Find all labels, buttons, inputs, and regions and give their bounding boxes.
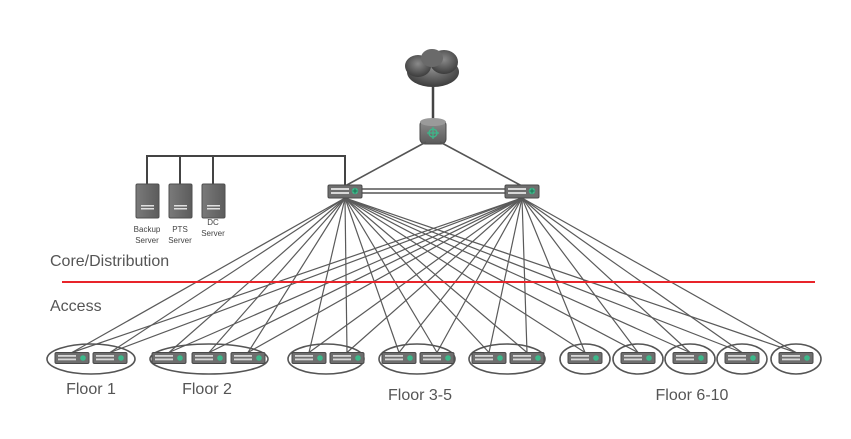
access-switch-icon	[191, 352, 227, 364]
core-distribution-label: Core/Distribution	[50, 253, 169, 270]
uplink-right-16	[521, 197, 797, 354]
floor-8-group	[664, 343, 716, 375]
core-interlink	[362, 188, 506, 194]
uplink-left-9	[344, 197, 438, 353]
server-backup	[135, 183, 160, 219]
uplink-right-5	[247, 197, 523, 354]
router-core-link-right	[439, 141, 523, 187]
access-switch-icon	[230, 352, 266, 364]
server-label-pts-line2: Server	[168, 236, 192, 245]
uplink-left-2	[109, 197, 346, 354]
access-switch-icon	[381, 352, 417, 364]
server-tower-icon	[201, 183, 226, 219]
access-switch-icon	[471, 352, 507, 364]
access-switch-icon	[778, 352, 814, 364]
uplink-left-16	[344, 197, 797, 354]
floor-5-group	[468, 343, 546, 375]
access-switch-icon	[672, 352, 708, 364]
server-label-backup-line2: Server	[135, 236, 159, 245]
access-switch-icon	[567, 352, 603, 364]
uplink-right-12	[521, 197, 586, 353]
uplink-left-10	[344, 197, 490, 353]
server-tower-icon	[168, 183, 193, 219]
uplink-left-13	[344, 197, 639, 354]
server-uplink-bus	[146, 155, 346, 186]
server-dc	[201, 183, 226, 219]
server-label-pts-line1: PTS	[172, 225, 188, 234]
floor-3-5-label: Floor 3-5	[388, 387, 452, 404]
access-switch-icon	[329, 352, 365, 364]
floor-2-label: Floor 2	[182, 381, 232, 398]
access-switch-icon	[509, 352, 545, 364]
uplink-left-12	[344, 197, 586, 354]
router-icon	[419, 118, 447, 145]
access-switch-icon	[151, 352, 187, 364]
uplink-left-8	[344, 197, 400, 353]
uplink-right-10	[488, 197, 523, 353]
server-label-dc-line1: DC	[207, 218, 219, 227]
core-switch-right	[504, 184, 540, 199]
access-switch-icon	[620, 352, 656, 364]
uplink-right-15	[521, 197, 743, 353]
access-uplinks	[71, 197, 797, 354]
floor-10-group	[770, 343, 822, 375]
uplink-left-11	[344, 197, 528, 353]
uplink-right-13	[521, 197, 639, 353]
uplink-right-6	[308, 197, 523, 353]
access-switches	[54, 352, 814, 364]
uplink-left-4	[208, 197, 346, 353]
floor-6-10-label: Floor 6-10	[656, 387, 729, 404]
uplink-left-15	[344, 197, 743, 354]
floor-6-group	[559, 343, 611, 375]
uplink-right-9	[436, 197, 523, 353]
floor-1-label: Floor 1	[66, 381, 116, 398]
uplink-left-6	[308, 197, 346, 353]
floor-4-group	[378, 343, 456, 375]
access-switch-icon	[291, 352, 327, 364]
uplink-right-14	[521, 197, 691, 353]
uplink-right-8	[398, 197, 523, 353]
uplink-left-3	[168, 197, 346, 353]
uplink-left-5	[247, 197, 346, 353]
cloud-icon	[405, 49, 459, 87]
uplink-left-14	[344, 197, 691, 354]
access-switch-icon	[724, 352, 760, 364]
server-label-backup-line1: Backup	[134, 225, 161, 234]
floor-2-group	[149, 343, 269, 375]
floor-9-group	[716, 343, 768, 375]
uplink-left-1	[71, 197, 346, 354]
server-tower-icon	[135, 183, 160, 219]
floor-7-group	[612, 343, 664, 375]
uplink-left-7	[344, 197, 348, 353]
floor-1-group	[46, 343, 136, 375]
access-switch-icon	[54, 352, 90, 364]
access-switch-icon	[92, 352, 128, 364]
uplink-right-7	[346, 197, 523, 353]
server-label-dc-line2: Server	[201, 229, 225, 238]
router-core-link-left	[344, 141, 427, 187]
uplink-right-4	[208, 197, 523, 354]
core-switch-icon	[327, 184, 363, 199]
core-switch-left	[327, 184, 363, 199]
access-switch-icon	[419, 352, 455, 364]
uplink-right-2	[109, 197, 523, 354]
uplink-right-11	[521, 197, 528, 353]
floor-groups	[46, 343, 822, 375]
server-pts	[168, 183, 193, 219]
core-switch-icon	[504, 184, 540, 199]
access-label: Access	[50, 298, 102, 315]
